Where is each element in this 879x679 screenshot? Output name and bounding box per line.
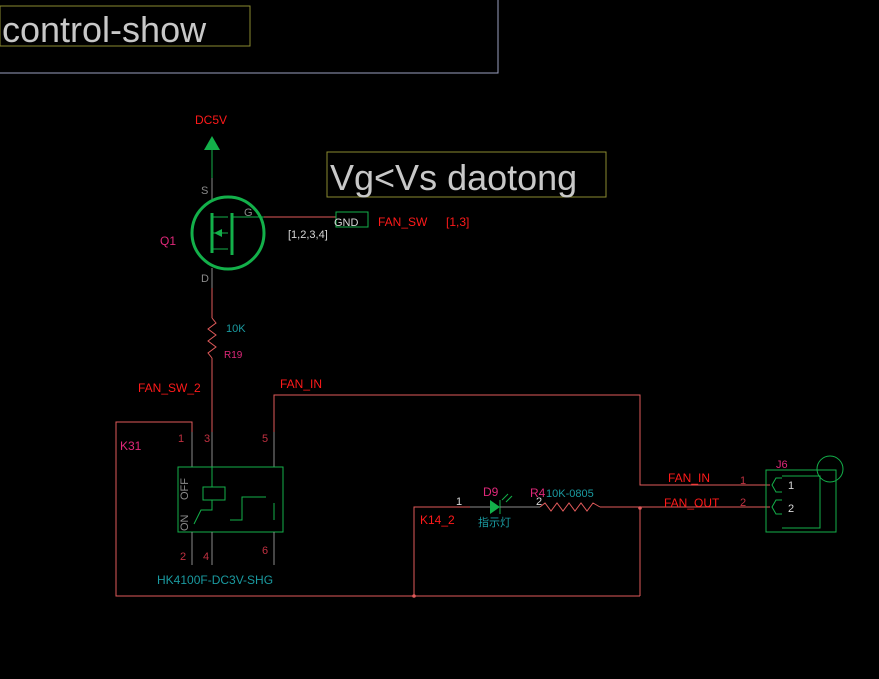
q1-s-label: S [201, 185, 208, 197]
j6-body [765, 469, 837, 533]
j6-housing [782, 475, 821, 529]
d9-desc: 指示灯 [478, 515, 511, 529]
d9-ray-2 [505, 495, 513, 503]
junction-dot-1 [412, 594, 416, 598]
q1-g-label: G [244, 207, 253, 219]
r19-ref: R19 [224, 350, 243, 361]
fan-out-pinnum: 2 [740, 497, 746, 509]
r19-zigzag [207, 317, 217, 359]
j6-pin2: 2 [788, 503, 794, 515]
title-text: control-show [2, 9, 207, 50]
k31-off-label: OFF [179, 478, 191, 500]
r4-ref: R4 [530, 486, 546, 500]
r4-zigzag [539, 502, 601, 512]
k31-left-wire [115, 421, 470, 597]
k31-pin6: 6 [262, 545, 268, 557]
k31-pin2: 2 [180, 551, 186, 563]
k31-on-label: ON [179, 514, 191, 531]
q1-ref: Q1 [160, 234, 176, 248]
k31-pin5: 5 [262, 433, 268, 445]
r4-value: 10K-0805 [546, 488, 594, 500]
j6-marker-circle [816, 455, 844, 483]
note-textbox [326, 151, 607, 198]
fan-sw-pins: [1,3] [446, 215, 469, 229]
q1-d-label: D [201, 273, 209, 285]
k31-part: HK4100F-DC3V-SHG [157, 573, 273, 587]
fan-sw-2-label: FAN_SW_2 [138, 381, 201, 395]
q1-arrow-icon [214, 229, 222, 237]
dc5v-label: DC5V [195, 113, 227, 127]
title-textbox [0, 5, 251, 47]
k31-contact [230, 496, 266, 521]
k14-2-label: K14_2 [420, 513, 455, 527]
d9-ray-1 [501, 493, 509, 501]
d9-pin1: 1 [456, 496, 462, 508]
k31-switch-arm [193, 500, 213, 525]
fan-in-top-wire [273, 394, 770, 486]
q1-body-circle [190, 195, 266, 271]
k31-body [177, 466, 284, 533]
k31-pin1: 1 [178, 433, 184, 445]
k31-ref: K31 [120, 439, 142, 453]
fan-in-top-label: FAN_IN [280, 377, 322, 391]
k31-pin3: 3 [204, 433, 210, 445]
fan-out-label: FAN_OUT [664, 496, 720, 510]
k31-coil [202, 486, 226, 501]
r19-value: 10K [226, 323, 246, 335]
d9-pin2: 2 [536, 496, 542, 508]
d9-triangle-icon [490, 500, 500, 514]
note-text: Vg<Vs daotong [330, 157, 577, 198]
gnd-label: GND [334, 217, 359, 229]
fan-in-pinnum: 1 [740, 475, 746, 487]
fan-in-label: FAN_IN [668, 471, 710, 485]
dc5v-arrow-icon [204, 136, 220, 150]
q1-pinlist: [1,2,3,4] [288, 229, 328, 241]
title-frame [0, 0, 499, 74]
d9-ref: D9 [483, 485, 499, 499]
fan-sw-label: FAN_SW [378, 215, 428, 229]
k31-pin4: 4 [203, 551, 209, 563]
gnd-port [335, 211, 369, 228]
j6-pin1-socket [771, 477, 782, 493]
j6-pin1: 1 [788, 480, 794, 492]
j6-pin2-socket [771, 499, 782, 515]
j6-ref: J6 [776, 459, 788, 471]
